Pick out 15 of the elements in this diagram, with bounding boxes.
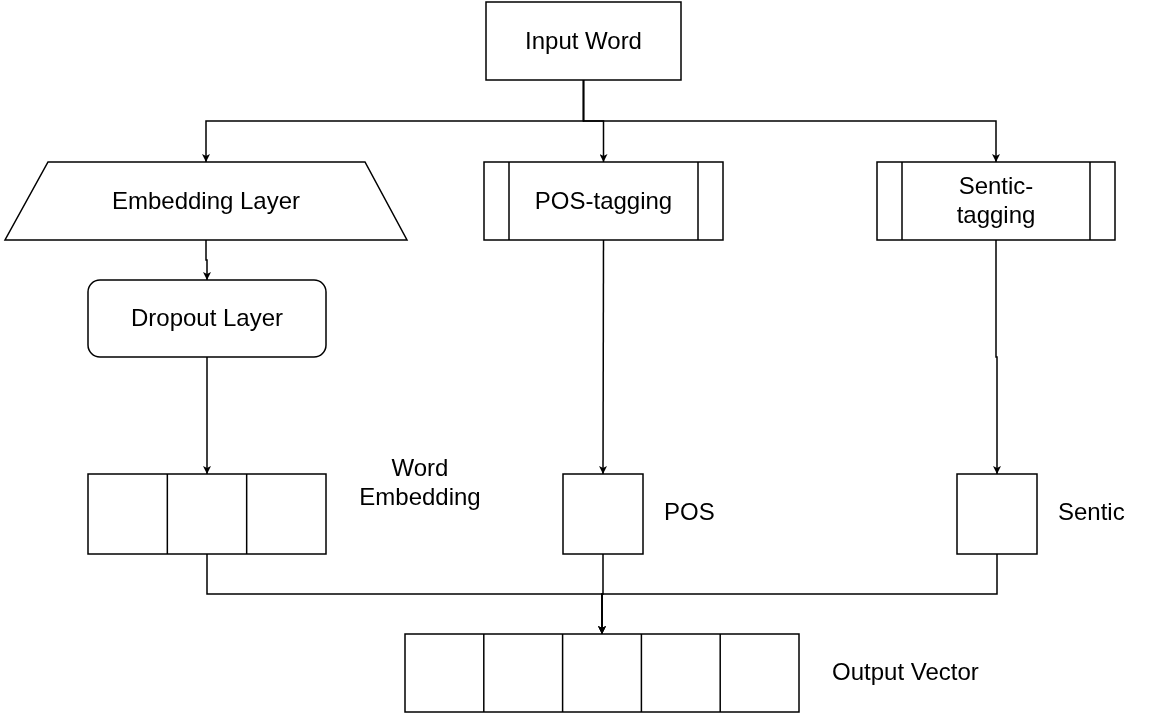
node-label: Input Word — [525, 26, 642, 56]
node-caption: Word Embedding — [358, 454, 482, 512]
node-label: Embedding Layer — [111, 186, 301, 216]
node-caption: Sentic — [1058, 498, 1125, 527]
arrow — [582, 79, 1000, 163]
node-label: Sentic-tagging — [955, 172, 1037, 230]
node-caption: POS — [664, 498, 715, 527]
node-caption: Output Vector — [832, 658, 979, 687]
node-label: POS-tagging — [534, 186, 673, 216]
arrow — [599, 239, 607, 475]
arrow — [598, 553, 998, 635]
arrow — [993, 239, 1001, 475]
node-label: Dropout Layer — [130, 304, 284, 333]
arrow — [203, 356, 211, 475]
arrow — [203, 239, 211, 281]
